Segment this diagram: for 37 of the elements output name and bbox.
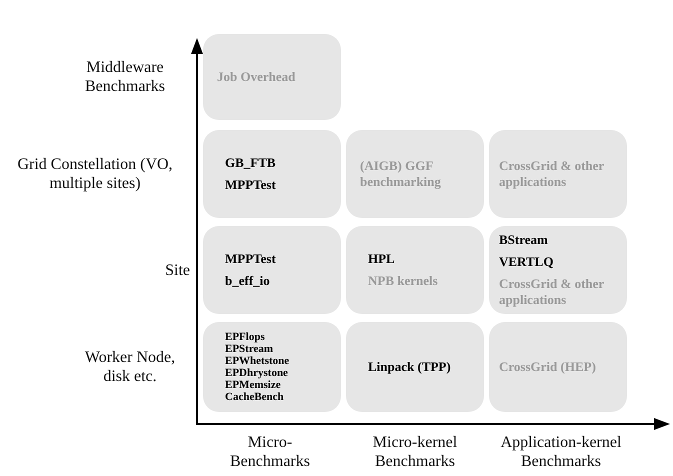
benchmark-name: NPB kernels [368,273,439,289]
category-cell [203,34,341,120]
category-cell [203,226,341,314]
benchmark-name: EPWhetstone [225,355,290,367]
benchmark-name: BStream [499,232,549,248]
benchmark-name: CrossGrid & other applications [499,158,605,190]
category-cell [346,322,484,412]
benchmark-name: CrossGrid (HEP) [499,359,597,375]
benchmark-name: (AIGB) GGF benchmarking [360,158,442,190]
benchmark-name: GB_FTB [225,155,277,171]
benchmark-name: b_eff_io [225,273,271,289]
row-label: Worker Node, disk etc. [84,348,176,386]
benchmark-name: EPMemsize [225,379,282,391]
category-cell [489,226,627,314]
row-label: Middleware Benchmarks [84,58,166,96]
column-label: Micro- Benchmarks [229,433,311,471]
benchmark-name: EPStream [225,343,274,355]
benchmark-name: MPPTest [225,251,277,267]
benchmark-name: CacheBench [225,391,285,403]
benchmark-name: EPDhrystone [225,367,289,379]
row-label: Grid Constellation (VO, multiple sites) [16,155,174,193]
category-cell [489,322,627,412]
benchmark-name: EPFlops [225,331,266,343]
benchmark-name: Linpack (TPP) [368,359,452,375]
category-cell [203,322,341,412]
category-cell [203,130,341,218]
category-cell [346,226,484,314]
benchmark-name: MPPTest [225,177,277,193]
column-label: Application-kernel Benchmarks [500,433,622,471]
category-cell [346,130,484,218]
column-label: Micro-kernel Benchmarks [372,433,458,471]
benchmark-name: HPL [368,251,396,267]
benchmark-name: VERTLQ [499,254,554,270]
benchmark-name: CrossGrid & other applications [499,276,605,308]
category-cell [489,130,627,218]
benchmark-name: Job Overhead [217,69,296,85]
row-label: Site [165,260,190,280]
